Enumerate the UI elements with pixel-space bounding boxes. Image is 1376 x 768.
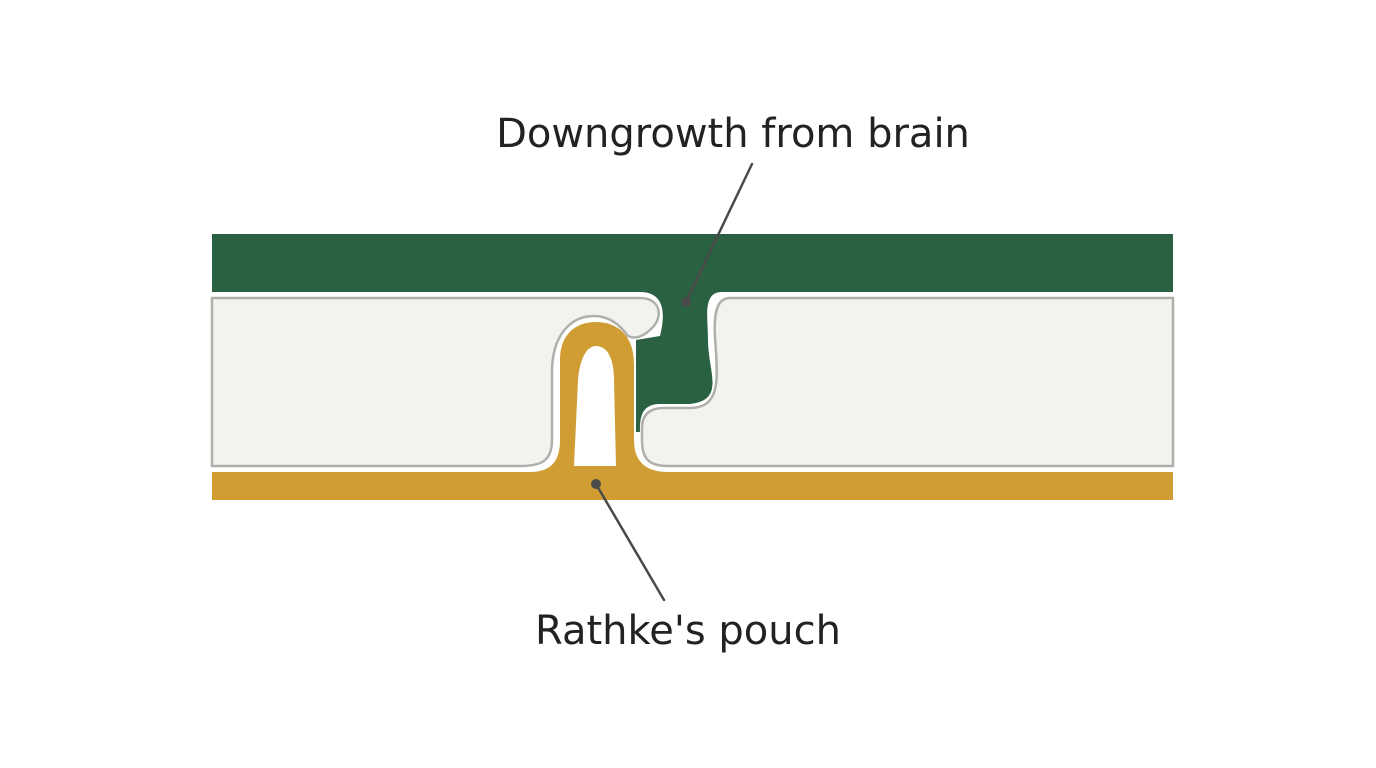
pointer-dot-downgrowth bbox=[681, 297, 691, 307]
leader-line-rathkes-pouch bbox=[594, 482, 666, 602]
label-rathkes-pouch: Rathke's pouch bbox=[535, 608, 841, 654]
mesoderm-right bbox=[640, 296, 1175, 468]
rathkes-pouch-lumen bbox=[574, 346, 616, 466]
leader-line-downgrowth bbox=[684, 162, 754, 304]
oral-ectoderm-layer bbox=[212, 322, 1173, 500]
brain-downgrowth-layer bbox=[212, 234, 1173, 432]
pointer-dot-rathkes-pouch bbox=[591, 479, 601, 489]
label-downgrowth-from-brain: Downgrowth from brain bbox=[496, 111, 970, 157]
mesoderm-left bbox=[210, 296, 660, 468]
